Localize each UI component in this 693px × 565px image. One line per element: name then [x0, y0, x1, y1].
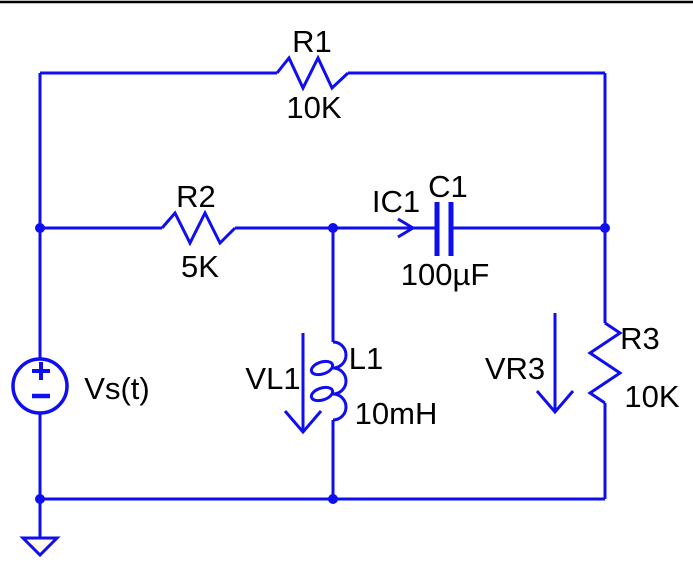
l1-name-label: L1 — [349, 341, 383, 376]
inductor-loop-1 — [309, 359, 335, 377]
resistor-r3-zigzag — [587, 321, 623, 405]
ground-triangle — [19, 536, 61, 558]
c1-name-label: C1 — [428, 169, 468, 204]
ic1-label: IC1 — [372, 184, 420, 219]
junction-dot-right-middle — [600, 223, 610, 233]
resistor-r1-symbol[interactable] — [275, 54, 350, 92]
ic1-current-arrow — [397, 217, 416, 239]
c1-value-label: 100µF — [401, 257, 490, 292]
r1-name-label: R1 — [292, 24, 332, 59]
vs-label: Vs(t) — [84, 371, 149, 406]
resistor-r2-zigzag — [160, 209, 237, 247]
r1-value-label: 10K — [286, 90, 341, 125]
junction-dot-left-bottom — [35, 494, 45, 504]
inductor-coil — [332, 340, 348, 422]
voltage-source-circle — [11, 357, 69, 415]
r3-name-label: R3 — [620, 321, 660, 356]
resistor-r1-zigzag — [275, 54, 350, 92]
r2-name-label: R2 — [176, 179, 216, 214]
l1-value-label: 10mH — [355, 396, 438, 431]
capacitor-c1-symbol[interactable] — [434, 202, 454, 256]
vr3-label: VR3 — [485, 351, 545, 386]
junction-dot-left-middle — [35, 223, 45, 233]
r2-value-label: 5K — [181, 249, 219, 284]
junction-dot-inductor-bottom — [328, 494, 338, 504]
junction-dot-inductor-top — [328, 223, 338, 233]
voltage-source-vs-symbol[interactable] — [11, 357, 69, 415]
inductor-l1-symbol[interactable] — [309, 340, 348, 422]
ground-symbol[interactable] — [19, 499, 61, 558]
vl1-label: VL1 — [245, 361, 300, 396]
resistor-r3-symbol[interactable] — [587, 321, 623, 405]
vr3-voltage-arrow-head — [535, 390, 575, 415]
r3-value-label: 10K — [624, 379, 679, 414]
vl1-voltage-arrow-head — [283, 410, 323, 435]
resistor-r2-symbol[interactable] — [160, 209, 237, 247]
inductor-loop-2 — [309, 385, 335, 403]
